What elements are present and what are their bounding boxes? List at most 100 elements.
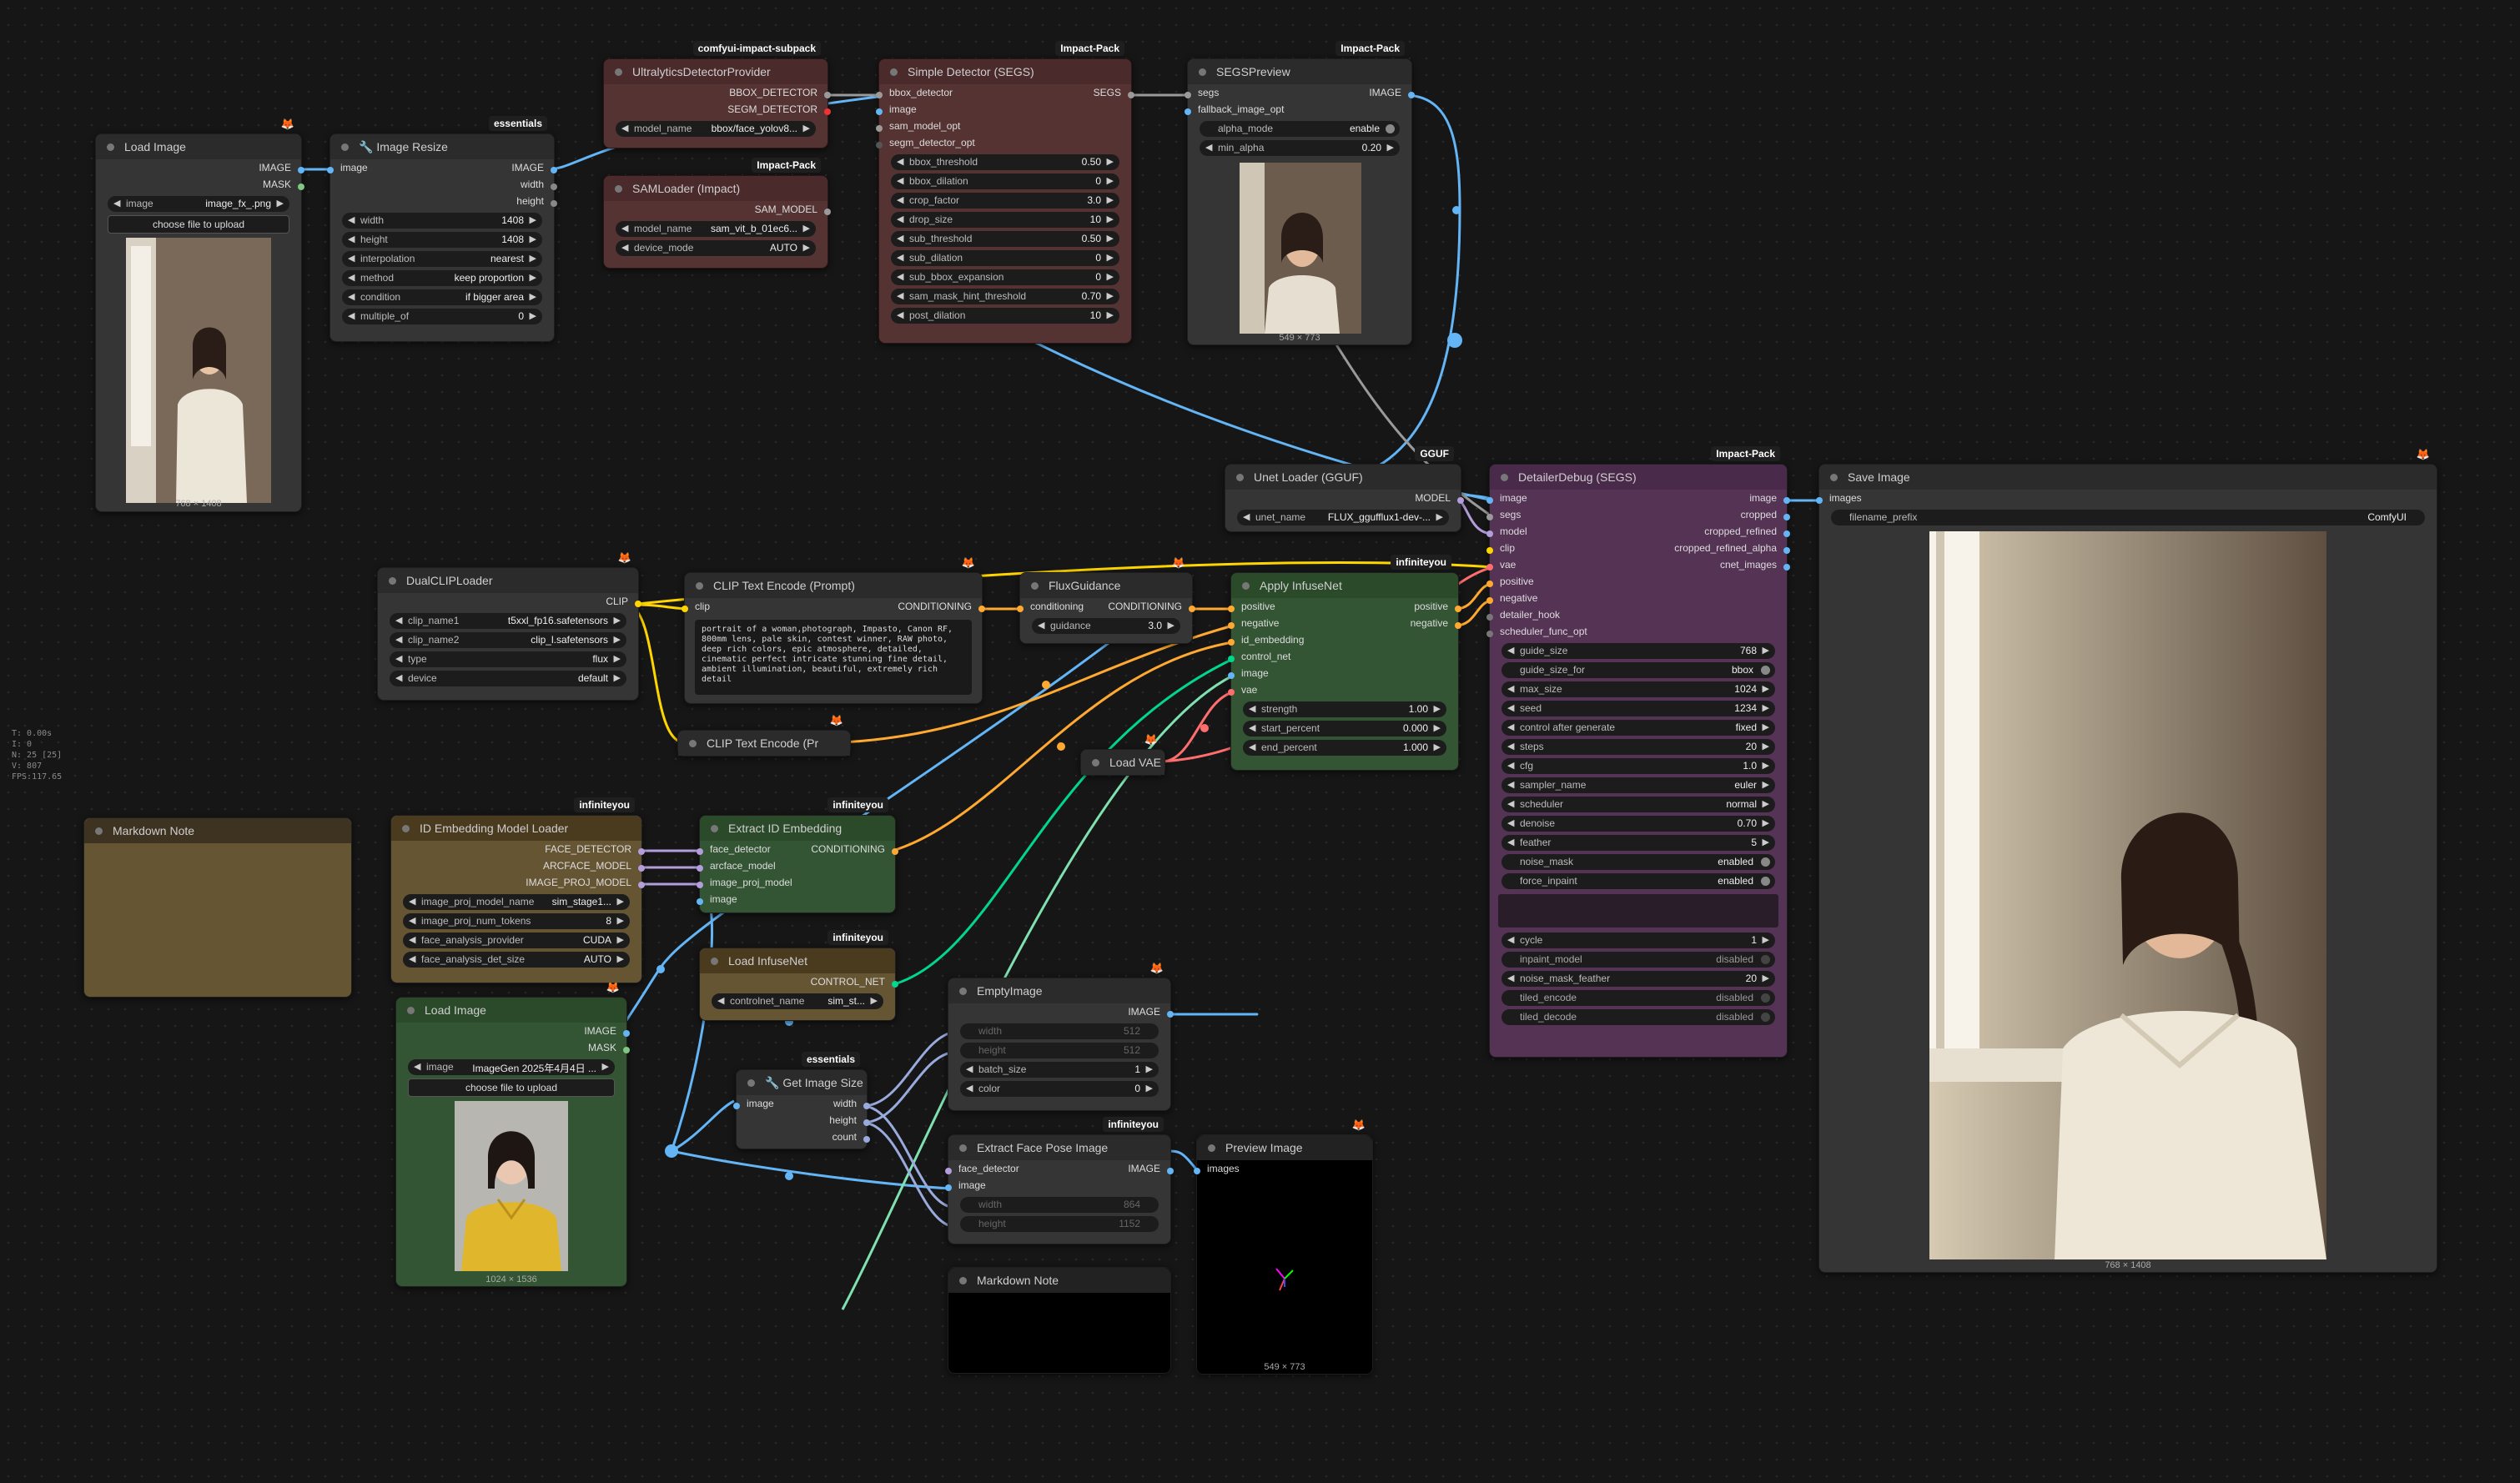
increment-arrow-icon[interactable]: ▶ xyxy=(1762,703,1769,713)
output-width[interactable]: width xyxy=(521,178,557,190)
increment-arrow-icon[interactable]: ▶ xyxy=(1106,291,1114,301)
increment-arrow-icon[interactable]: ▶ xyxy=(1145,1083,1153,1093)
socket-dot[interactable] xyxy=(945,1168,952,1174)
node-title[interactable]: Apply InfuseNet xyxy=(1231,573,1458,598)
toggle-knob[interactable] xyxy=(1761,877,1770,886)
socket-dot[interactable] xyxy=(1194,1168,1200,1174)
socket-dot[interactable] xyxy=(1457,497,1464,504)
increment-arrow-icon[interactable]: ▶ xyxy=(276,199,284,209)
collapse-dot-icon[interactable] xyxy=(1236,474,1244,481)
output-cropped-refined[interactable]: cropped_refined xyxy=(1704,525,1790,537)
socket-dot[interactable] xyxy=(327,167,334,173)
decrement-arrow-icon[interactable]: ◀ xyxy=(1507,684,1515,694)
increment-arrow-icon[interactable]: ▶ xyxy=(529,254,536,264)
increment-arrow-icon[interactable]: ▶ xyxy=(1106,253,1114,263)
collapse-dot-icon[interactable] xyxy=(890,68,898,76)
increment-arrow-icon[interactable]: ▶ xyxy=(613,635,621,645)
output-arcface-model[interactable]: ARCFACE_MODEL xyxy=(543,860,645,872)
node-title[interactable]: Unet Loader (GGUF) xyxy=(1225,465,1461,490)
socket-dot[interactable] xyxy=(697,898,703,905)
decrement-arrow-icon[interactable]: ◀ xyxy=(1507,722,1515,732)
output-image[interactable]: IMAGE xyxy=(259,162,304,173)
increment-arrow-icon[interactable]: ▶ xyxy=(613,673,621,683)
input-positive[interactable]: positive xyxy=(1486,576,1534,587)
increment-arrow-icon[interactable]: ▶ xyxy=(870,996,878,1006)
node-title[interactable]: Markdown Note xyxy=(84,818,351,843)
decrement-arrow-icon[interactable]: ◀ xyxy=(348,292,355,302)
collapse-dot-icon[interactable] xyxy=(107,143,114,151)
input-image[interactable]: image xyxy=(945,1179,986,1191)
input-positive[interactable]: positive xyxy=(1228,601,1275,612)
decrement-arrow-icon[interactable]: ◀ xyxy=(966,1083,973,1093)
output-conditioning[interactable]: CONDITIONING xyxy=(898,601,985,612)
decrement-arrow-icon[interactable]: ◀ xyxy=(897,310,904,320)
input-segs[interactable]: segs xyxy=(1185,87,1219,98)
decrement-arrow-icon[interactable]: ◀ xyxy=(621,224,629,234)
increment-arrow-icon[interactable]: ▶ xyxy=(1762,780,1769,790)
socket-dot[interactable] xyxy=(697,848,703,855)
increment-arrow-icon[interactable]: ▶ xyxy=(1762,818,1769,828)
decrement-arrow-icon[interactable]: ◀ xyxy=(1507,973,1515,983)
decrement-arrow-icon[interactable]: ◀ xyxy=(897,214,904,224)
collapse-dot-icon[interactable] xyxy=(615,68,622,76)
collapse-dot-icon[interactable] xyxy=(95,827,103,835)
output-cropped-refined-alpha[interactable]: cropped_refined_alpha xyxy=(1674,542,1790,554)
output-conditioning[interactable]: CONDITIONING xyxy=(811,843,898,855)
output-mask[interactable]: MASK xyxy=(263,178,304,190)
input-image[interactable]: image xyxy=(1228,667,1269,679)
socket-dot[interactable] xyxy=(824,209,831,215)
node-id-embedding-loader[interactable]: infiniteyou ID Embedding Model Loader FA… xyxy=(390,797,645,983)
collapse-dot-icon[interactable] xyxy=(1501,474,1508,481)
input-conditioning[interactable]: conditioning xyxy=(1017,601,1084,612)
socket-dot[interactable] xyxy=(1228,606,1235,612)
increment-arrow-icon[interactable]: ▶ xyxy=(616,954,624,964)
input-bbox-detector[interactable]: bbox_detector xyxy=(876,87,953,98)
increment-arrow-icon[interactable]: ▶ xyxy=(613,654,621,664)
socket-dot[interactable] xyxy=(1185,108,1191,115)
decrement-arrow-icon[interactable]: ◀ xyxy=(1507,837,1515,847)
decrement-arrow-icon[interactable]: ◀ xyxy=(621,243,629,253)
socket-dot[interactable] xyxy=(697,882,703,888)
increment-arrow-icon[interactable]: ▶ xyxy=(1106,195,1114,205)
output-cnet-images[interactable]: cnet_images xyxy=(1720,559,1790,571)
output-face-detector[interactable]: FACE_DETECTOR xyxy=(545,843,645,855)
socket-dot[interactable] xyxy=(635,601,641,607)
decrement-arrow-icon[interactable]: ◀ xyxy=(1507,935,1515,945)
socket-dot[interactable] xyxy=(733,1103,740,1109)
toggle-knob[interactable] xyxy=(1761,955,1770,964)
node-title[interactable]: Markdown Note xyxy=(948,1268,1170,1293)
output-height[interactable]: height xyxy=(829,1114,870,1126)
socket-dot[interactable] xyxy=(863,1103,870,1109)
input-segm-detector-opt[interactable]: segm_detector_opt xyxy=(876,137,975,148)
socket-dot[interactable] xyxy=(863,1136,870,1143)
collapse-dot-icon[interactable] xyxy=(1031,582,1039,590)
input-image[interactable]: image xyxy=(1486,492,1527,504)
socket-dot[interactable] xyxy=(876,92,883,98)
output-image[interactable]: IMAGE xyxy=(511,162,557,173)
increment-arrow-icon[interactable]: ▶ xyxy=(1762,761,1769,771)
increment-arrow-icon[interactable]: ▶ xyxy=(1762,742,1769,752)
socket-dot[interactable] xyxy=(697,865,703,872)
socket-dot[interactable] xyxy=(551,167,557,173)
socket-dot[interactable] xyxy=(863,1119,870,1126)
socket-dot[interactable] xyxy=(1486,497,1493,504)
output-image[interactable]: IMAGE xyxy=(1369,87,1415,98)
